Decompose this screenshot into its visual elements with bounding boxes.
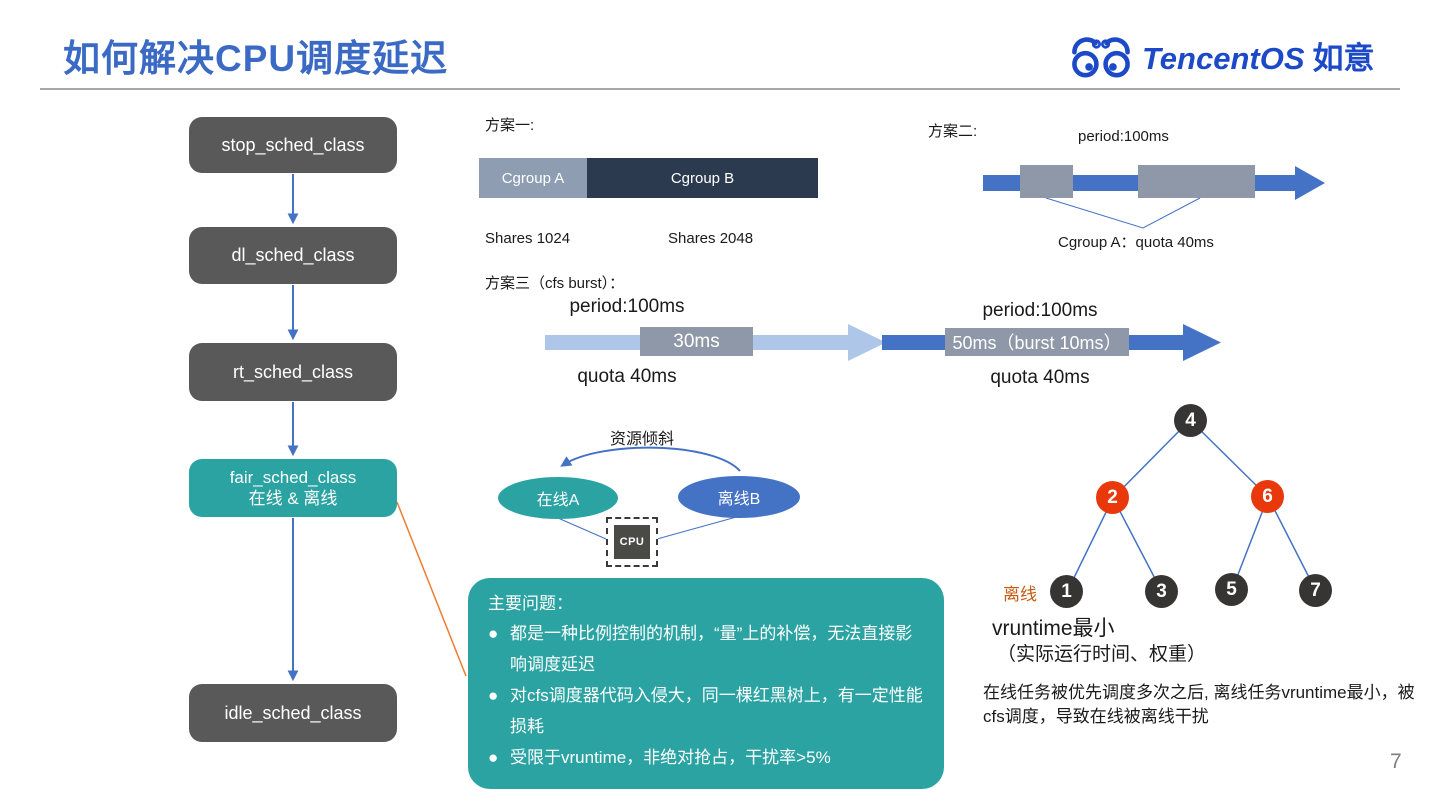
sched-class-label: dl_sched_class [231, 245, 355, 266]
cgroup-a-segment: Cgroup A [479, 158, 587, 198]
problem-text: 对cfs调度器代码入侵大，同一棵红黑树上，有一定性能损耗 [510, 686, 923, 736]
rbtree-node: 5 [1215, 573, 1248, 606]
cpu-icon: CPU [606, 517, 658, 567]
sched-class-label: stop_sched_class [221, 134, 365, 155]
plan2-quota-block-2 [1138, 165, 1255, 198]
rbtree-node: 2 [1096, 481, 1129, 514]
problem-text: 都是一种比例控制的机制，“量”上的补偿，无法直接影响调度延迟 [510, 624, 913, 674]
sched-class-label: idle_sched_class [224, 702, 362, 723]
sched-class-label: fair_sched_class [229, 467, 357, 487]
bullet-icon: ● [488, 624, 499, 643]
plan1-label: 方案一: [485, 117, 535, 134]
sched-class-label: rt_sched_class [232, 361, 354, 382]
fair-problems-connector-line [396, 501, 467, 677]
cgroup-b-shares: Shares 2048 [668, 230, 754, 247]
offline-task-ellipse: 离线B [678, 476, 800, 518]
problem-item: ● 都是一种比例控制的机制，“量”上的补偿，无法直接影响调度延迟 [488, 618, 924, 680]
rbtree-node: 1 [1050, 575, 1083, 608]
plan3-quota-label-2: quota 40ms [990, 367, 1090, 388]
problem-text: 受限于vruntime，非绝对抢占，干扰率>5% [510, 748, 831, 767]
problems-heading: 主要问题： [488, 594, 573, 613]
problem-item: ● 受限于vruntime，非绝对抢占，干扰率>5% [488, 742, 924, 773]
plan3-period-label-2: period:100ms [982, 300, 1098, 321]
vruntime-description: 在线任务被优先调度多次之后, 离线任务vruntime最小，被cfs调度，导致在… [983, 683, 1415, 726]
rbtree-offline-label: 离线 [1003, 585, 1037, 604]
online-cpu-line [557, 517, 607, 540]
tilt-arrow [560, 446, 741, 472]
plan3-quota-block-2: 50ms（burst 10ms） [945, 328, 1129, 356]
sched-class-sublabel: 在线 & 离线 [248, 489, 338, 508]
cgroup-b-segment: Cgroup B [587, 158, 818, 198]
sched-class-box-dl: dl_sched_class [189, 227, 397, 284]
brand-suffix: 如意 [1312, 40, 1375, 76]
plan2-label: 方案二: [928, 123, 978, 140]
online-task-ellipse: 在线A [498, 477, 618, 519]
rbtree-node: 6 [1251, 480, 1284, 513]
vruntime-caption-sub: （实际运行时间、权重） [997, 644, 1207, 665]
sched-class-box-fair: fair_sched_class 在线 & 离线 [189, 459, 397, 517]
plan3-label: 方案三（cfs burst）： [485, 275, 625, 292]
sched-class-box-stop: stop_sched_class [189, 117, 397, 173]
title-divider [40, 88, 1400, 90]
cgroup-a-shares: Shares 1024 [485, 230, 571, 247]
rbtree-node: 7 [1299, 574, 1332, 607]
page-number: 7 [1390, 750, 1402, 773]
problems-box: 主要问题： ● 都是一种比例控制的机制，“量”上的补偿，无法直接影响调度延迟 ●… [468, 578, 944, 789]
plan3-period-label-1: period:100ms [569, 296, 685, 317]
rbtree-node: 4 [1174, 404, 1207, 437]
offline-cpu-line [656, 515, 741, 540]
plan2-callout-connector [1045, 197, 1201, 229]
plan3-quota-label-1: quota 40ms [577, 366, 677, 387]
bullet-icon: ● [488, 748, 499, 767]
bullet-icon: ● [488, 686, 499, 705]
problem-item: ● 对cfs调度器代码入侵大，同一棵红黑树上，有一定性能损耗 [488, 680, 924, 742]
plan2-period-label: period:100ms [1078, 128, 1169, 145]
plan3-quota-block-1: 30ms [640, 327, 753, 356]
sched-class-box-idle: idle_sched_class [189, 684, 397, 742]
brand-name: TencentOS [1142, 40, 1305, 76]
rbtree-node: 3 [1145, 575, 1178, 608]
tilt-arrow-label: 资源倾斜 [610, 431, 675, 448]
sched-class-box-rt: rt_sched_class [189, 343, 397, 401]
vruntime-caption-title: vruntime最小 [992, 617, 1115, 640]
plan2-quota-block-1 [1020, 165, 1073, 198]
plan2-callout-label: Cgroup A：quota 40ms [1058, 234, 1214, 251]
tencentos-mascot-icon [1072, 37, 1130, 78]
page-title: 如何解决CPU调度延迟 [63, 38, 449, 79]
cpu-icon-label: CPU [614, 525, 650, 559]
